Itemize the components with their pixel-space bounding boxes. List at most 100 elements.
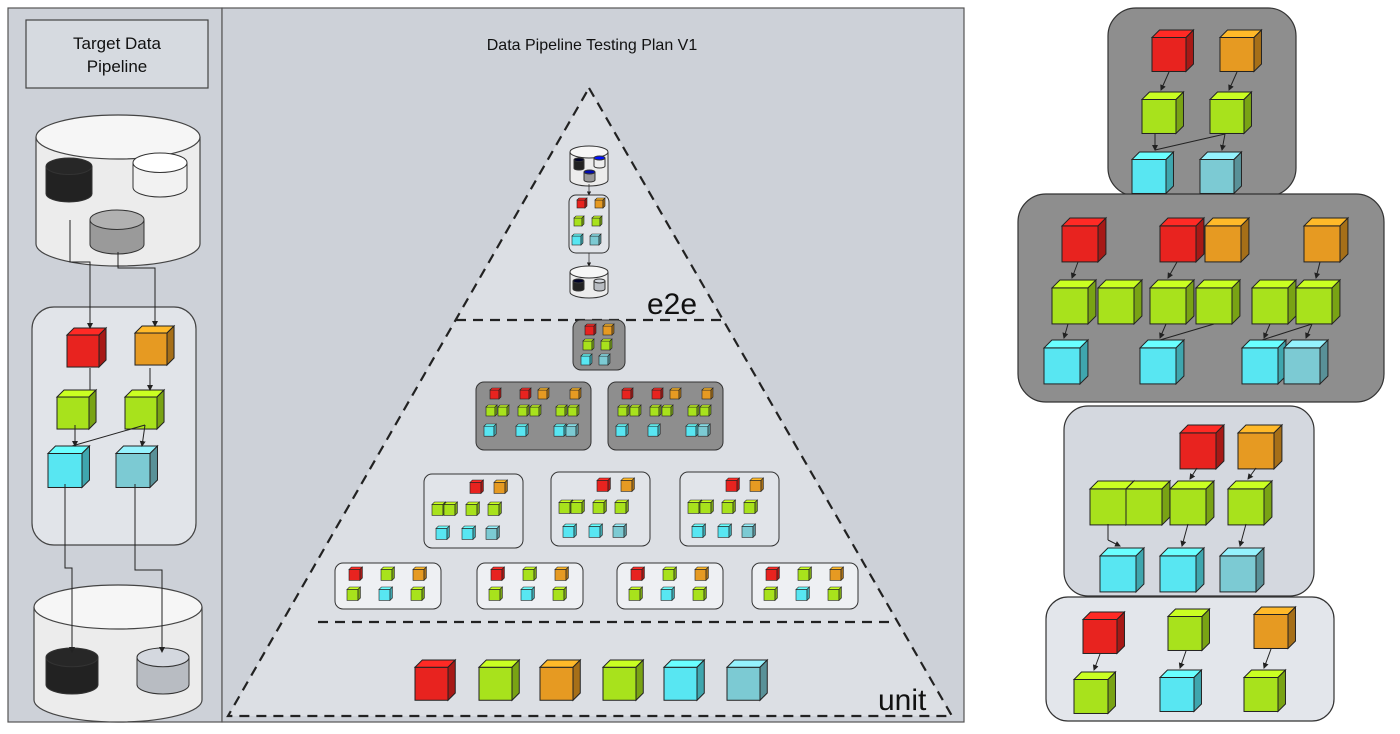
cube-42 bbox=[461, 525, 477, 541]
cube-119 bbox=[1158, 546, 1206, 594]
cube-71 bbox=[488, 586, 504, 602]
cube-88 bbox=[538, 658, 582, 702]
cube-101 bbox=[1302, 216, 1350, 264]
test-group bbox=[475, 381, 592, 451]
cube-80 bbox=[765, 566, 781, 582]
cube-121 bbox=[1081, 610, 1126, 655]
table-gray bbox=[89, 209, 145, 255]
cube-29 bbox=[687, 404, 700, 417]
mini-red-cube bbox=[576, 197, 588, 209]
table-black bbox=[45, 647, 99, 695]
cube-23 bbox=[669, 387, 682, 400]
mini-lime-cube bbox=[591, 215, 603, 227]
cube-5 bbox=[580, 353, 593, 366]
cube-109 bbox=[1138, 338, 1186, 386]
cube-57 bbox=[721, 499, 737, 515]
test-group bbox=[616, 562, 724, 610]
target-table-black bbox=[45, 647, 99, 695]
cube-51 bbox=[588, 523, 604, 539]
cube-20 bbox=[565, 423, 579, 437]
cube-78 bbox=[660, 586, 676, 602]
cube-113 bbox=[1236, 423, 1284, 471]
cube-112 bbox=[1178, 423, 1226, 471]
cube-126 bbox=[1242, 668, 1287, 713]
mini-table-gray bbox=[593, 278, 606, 292]
cube-6 bbox=[598, 353, 611, 366]
main-title: Data Pipeline Testing Plan V1 bbox=[487, 37, 698, 54]
cube-81 bbox=[797, 566, 813, 582]
cube-77 bbox=[628, 586, 644, 602]
cube-61 bbox=[741, 523, 757, 539]
red-cube bbox=[65, 326, 108, 369]
cube-38 bbox=[443, 501, 459, 517]
cube-123 bbox=[1252, 605, 1297, 650]
layer-label-e2e: e2e bbox=[647, 288, 697, 321]
e2e-mini-pipeline bbox=[568, 145, 610, 299]
lime-cube bbox=[55, 388, 98, 431]
cube-72 bbox=[520, 586, 536, 602]
mini-orange-cube bbox=[594, 197, 606, 209]
cube-54 bbox=[749, 477, 765, 493]
test-group bbox=[334, 562, 442, 610]
cube-89 bbox=[601, 658, 645, 702]
cube-94 bbox=[1140, 90, 1185, 135]
cube-91 bbox=[725, 658, 769, 702]
cube-65 bbox=[346, 586, 362, 602]
cube-68 bbox=[490, 566, 506, 582]
cube-53 bbox=[725, 477, 741, 493]
cube-90 bbox=[662, 658, 706, 702]
cube-117 bbox=[1226, 479, 1274, 527]
cube-19 bbox=[553, 423, 567, 437]
cube-76 bbox=[694, 566, 710, 582]
cube-63 bbox=[380, 566, 396, 582]
cube-86 bbox=[413, 658, 457, 702]
cube-27 bbox=[649, 404, 662, 417]
cube-9 bbox=[537, 387, 550, 400]
mini-source-db bbox=[569, 145, 609, 187]
cube-41 bbox=[435, 525, 451, 541]
test-group bbox=[572, 319, 626, 371]
cube-31 bbox=[615, 423, 629, 437]
cube-36 bbox=[493, 479, 509, 495]
teal-cube bbox=[114, 444, 159, 489]
cube-108 bbox=[1042, 338, 1090, 386]
cube-39 bbox=[465, 501, 481, 517]
test-group bbox=[476, 562, 584, 610]
table-white bbox=[132, 152, 188, 198]
cube-92 bbox=[1150, 28, 1195, 73]
cube-30 bbox=[699, 404, 712, 417]
cube-2 bbox=[602, 323, 615, 336]
cube-102 bbox=[1050, 278, 1098, 326]
cube-99 bbox=[1158, 216, 1206, 264]
unit-cubes bbox=[413, 658, 769, 702]
cube-84 bbox=[795, 586, 811, 602]
left-title-line2: Pipeline bbox=[87, 57, 148, 76]
cube-32 bbox=[647, 423, 661, 437]
cube-110 bbox=[1240, 338, 1288, 386]
cube-82 bbox=[829, 566, 845, 582]
target-table-gray bbox=[136, 647, 190, 695]
cube-22 bbox=[651, 387, 664, 400]
cube-46 bbox=[558, 499, 574, 515]
cube-66 bbox=[378, 586, 394, 602]
cube-48 bbox=[592, 499, 608, 515]
cube-67 bbox=[410, 586, 426, 602]
cube-40 bbox=[487, 501, 503, 517]
cube-17 bbox=[483, 423, 497, 437]
left-connectors bbox=[64, 220, 165, 653]
mini-table-black bbox=[572, 278, 585, 292]
mini-table-gray bbox=[583, 169, 596, 183]
cube-49 bbox=[614, 499, 630, 515]
left-title-line1: Target Data bbox=[73, 34, 161, 53]
cube-62 bbox=[348, 566, 364, 582]
cube-70 bbox=[554, 566, 570, 582]
cube-98 bbox=[1060, 216, 1108, 264]
cube-26 bbox=[629, 404, 642, 417]
cube-37 bbox=[431, 501, 447, 517]
cube-106 bbox=[1250, 278, 1298, 326]
orange-cube bbox=[133, 324, 176, 367]
cube-33 bbox=[685, 423, 699, 437]
cube-13 bbox=[517, 404, 530, 417]
cube-115 bbox=[1124, 479, 1172, 527]
